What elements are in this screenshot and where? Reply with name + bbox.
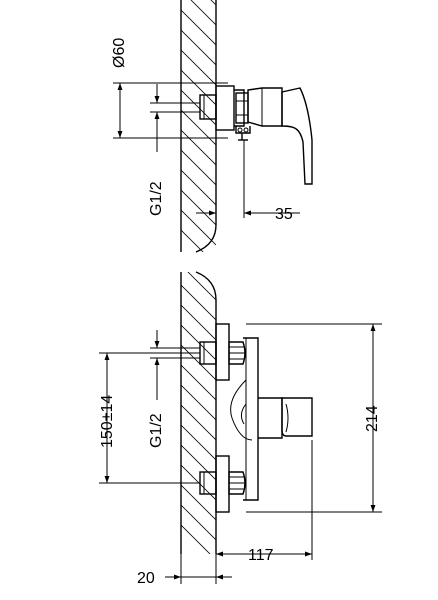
wall-offset-label: 20 (137, 570, 155, 587)
escutcheon-lower (215, 455, 230, 513)
top-view: Ø60 G1/2 35 (111, 0, 313, 253)
height-label: 214 (364, 405, 381, 432)
spacing-label: 150±14 (99, 395, 116, 448)
dimension-thread-top: G1/2 (148, 84, 200, 216)
dimension-diameter-top: Ø60 (111, 38, 228, 139)
inlet-fitting-top (199, 94, 217, 120)
dimension-depth-top: 35 (196, 140, 300, 223)
wall-section-front (180, 271, 217, 554)
inlet-fitting-upper (199, 341, 217, 365)
nut-upper (228, 341, 246, 365)
inlet-fitting-lower (199, 471, 217, 495)
mixer-body-front (230, 337, 313, 501)
dimension-spacing-front: 150±14 (99, 352, 200, 484)
dimension-height-front: 214 (246, 323, 382, 513)
thread-label-front: G1/2 (148, 413, 165, 448)
escutcheon-upper (215, 323, 230, 381)
thread-label-top: G1/2 (148, 181, 165, 216)
dimension-thread-front: G1/2 (148, 330, 200, 448)
projection-label: 117 (248, 547, 274, 564)
nut-lower (228, 471, 246, 495)
diameter-label: Ø60 (111, 38, 128, 68)
dimension-wall-offset-front: 20 (137, 554, 232, 587)
wall-section-top (180, 0, 217, 253)
dimension-projection-front: 117 (216, 440, 313, 564)
front-view: 214 150±14 G1/2 117 (99, 271, 382, 587)
mixer-body-top (215, 85, 313, 185)
depth-label: 35 (275, 206, 293, 223)
